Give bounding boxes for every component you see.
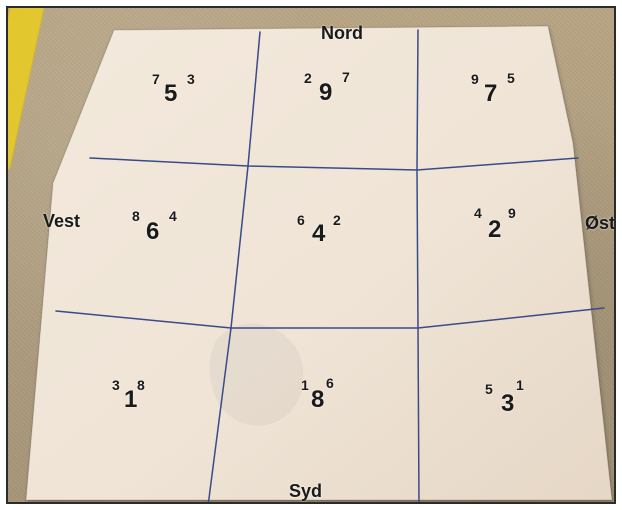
cell-3-right-number: 5	[507, 71, 515, 85]
cell-1-right-number: 3	[187, 72, 195, 86]
cell-6-main-number: 2	[488, 218, 501, 242]
photo-frame: Nord Vest Øst Syd 7 5 3 2 9 7 9 7 5 8 6 …	[6, 6, 616, 504]
cell-7-left-number: 3	[112, 378, 120, 392]
cell-2-main-number: 9	[319, 81, 332, 105]
cell-5-left-number: 6	[297, 213, 305, 227]
direction-west: Vest	[43, 212, 80, 230]
cell-9-right-number: 1	[516, 378, 524, 392]
cell-7-main-number: 1	[124, 388, 137, 412]
cell-4-left-number: 8	[132, 209, 140, 223]
cell-3-left-number: 9	[471, 72, 479, 86]
cell-7-right-number: 8	[137, 378, 145, 392]
direction-east: Øst	[585, 214, 615, 232]
cell-2-right-number: 7	[342, 70, 350, 84]
cell-8-right-number: 6	[326, 376, 334, 390]
cell-1-left-number: 7	[152, 72, 160, 86]
cell-4-right-number: 4	[169, 209, 177, 223]
cell-6-right-number: 9	[508, 206, 516, 220]
cell-9-main-number: 3	[501, 392, 514, 416]
cell-2-left-number: 2	[304, 71, 312, 85]
cell-5-main-number: 4	[312, 222, 325, 246]
direction-north: Nord	[321, 24, 363, 42]
cell-4-main-number: 6	[146, 220, 159, 244]
cell-3-main-number: 7	[484, 82, 497, 106]
cell-8-main-number: 8	[311, 388, 324, 412]
cell-5-right-number: 2	[333, 213, 341, 227]
cell-1-main-number: 5	[164, 82, 177, 106]
paper-with-grid	[8, 8, 616, 504]
cell-9-left-number: 5	[485, 382, 493, 396]
direction-south: Syd	[289, 482, 322, 500]
cell-8-left-number: 1	[301, 378, 309, 392]
cell-6-left-number: 4	[474, 206, 482, 220]
